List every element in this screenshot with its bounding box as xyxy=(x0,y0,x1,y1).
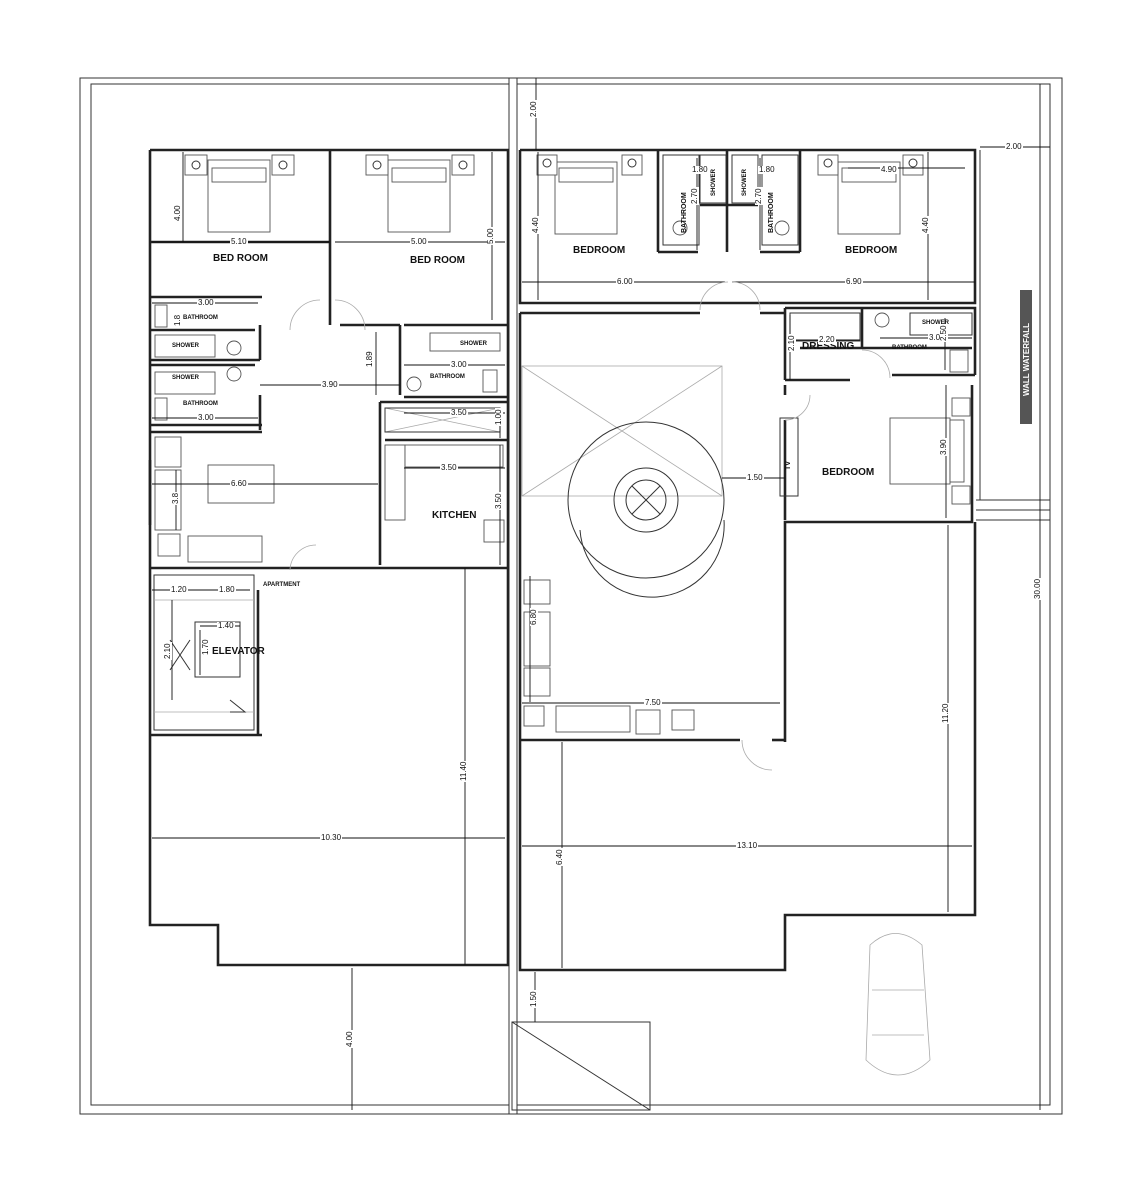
room-label-shower-1: SHOWER xyxy=(172,343,199,349)
right-lower-walls xyxy=(518,522,977,972)
kitchen-fixtures xyxy=(384,407,505,543)
bed-left-1 xyxy=(184,154,295,233)
dim-label: 6.80 xyxy=(529,608,538,626)
dim-label: 3.50 xyxy=(494,492,503,510)
dim-label: 3.00 xyxy=(928,333,946,342)
right-upper-walls xyxy=(518,148,977,740)
dim-label: 3.00 xyxy=(197,413,215,422)
tv-label: TV xyxy=(785,461,792,470)
dim-label: 3.90 xyxy=(321,380,339,389)
dim-label: 5.00 xyxy=(486,227,495,245)
dim-label: 3.00 xyxy=(450,360,468,369)
dim-label: 11.40 xyxy=(459,760,468,782)
dim-label: 4.00 xyxy=(345,1030,354,1048)
room-label-bathroom-2: BATHROOM xyxy=(183,401,218,407)
room-label-bed-room-2: BED ROOM xyxy=(410,255,465,266)
dim-label: 5.00 xyxy=(410,237,428,246)
room-label-bathroom-1: BATHROOM xyxy=(183,315,218,321)
dim-label: 1.80 xyxy=(758,165,776,174)
dim-label: 11.20 xyxy=(941,702,950,724)
spiral-stair xyxy=(521,365,725,598)
right-living-furniture xyxy=(520,417,799,742)
room-label-bathroom-r2: BATHROOM xyxy=(768,192,775,233)
room-label-bathroom-r3: BATHROOM xyxy=(892,345,927,351)
dim-label: 30.00 xyxy=(1033,577,1042,600)
room-label-shower-r3: SHOWER xyxy=(922,320,949,326)
dim-label: 7.50 xyxy=(644,698,662,707)
room-label-elevator: ELEVATOR xyxy=(212,646,265,657)
dim-label: 1.00 xyxy=(494,408,503,426)
dim-label: 1.70 xyxy=(201,638,210,656)
dim-label: 4.90 xyxy=(880,165,898,174)
dim-label: 5.10 xyxy=(230,237,248,246)
dim-label: 6.90 xyxy=(845,277,863,286)
dim-label: 10.30 xyxy=(320,833,343,842)
room-label-shower-r2: SHOWER xyxy=(742,169,748,196)
dim-label: 3.00 xyxy=(197,298,215,307)
dim-label: 3.50 xyxy=(440,463,458,472)
room-label-bedroom-r3: BEDROOM xyxy=(822,467,875,478)
room-label-shower-r1: SHOWER xyxy=(711,169,717,196)
wall-waterfall-label: WALL WATERFALL xyxy=(1022,322,1031,396)
bed-right-2 xyxy=(817,154,924,235)
bed-right-1 xyxy=(536,154,643,235)
room-label-bedroom-r2: BEDROOM xyxy=(845,245,898,256)
dim-label: 1.50 xyxy=(529,990,538,1008)
dim-label: 1.80 xyxy=(218,585,236,594)
room-label-bed-room-1: BED ROOM xyxy=(213,253,268,264)
dim-label: 2.00 xyxy=(529,100,538,118)
dim-label: 2.20 xyxy=(818,335,836,344)
room-label-shower-3: SHOWER xyxy=(460,341,487,347)
dim-label: 3.8 xyxy=(171,491,180,505)
room-label-shower-2: SHOWER xyxy=(172,375,199,381)
dim-label: 2.10 xyxy=(787,334,796,352)
dim-label: 1.80 xyxy=(691,165,709,174)
dim-label: 3.50 xyxy=(450,408,468,417)
doors xyxy=(289,281,891,771)
dim-label: 6.00 xyxy=(616,277,634,286)
dim-label: 4.40 xyxy=(531,216,540,234)
room-label-bathroom-3: BATHROOM xyxy=(430,374,465,380)
dim-label: 4.40 xyxy=(921,216,930,234)
dim-label: 13.10 xyxy=(736,841,759,850)
room-label-apartment: APARTMENT xyxy=(263,582,301,588)
dim-label: 6.60 xyxy=(230,479,248,488)
room-label-dressing: DRESSING xyxy=(802,341,855,352)
dim-label: 1.8 xyxy=(173,313,182,327)
dim-label: 2.70 xyxy=(690,187,699,205)
dim-label: 2.00 xyxy=(1005,142,1023,151)
dim-label: 1.20 xyxy=(170,585,188,594)
room-label-kitchen: KITCHEN xyxy=(432,510,477,521)
wall-waterfall xyxy=(976,150,1050,521)
room-label-bathroom-r1: BATHROOM xyxy=(681,192,688,233)
dim-label: 2.70 xyxy=(754,187,763,205)
dim-label: 1.89 xyxy=(365,350,374,368)
ramp xyxy=(511,1021,651,1111)
left-stairs xyxy=(153,574,255,731)
bed-left-2 xyxy=(365,154,475,233)
dim-label: 6.40 xyxy=(555,848,564,866)
left-bath-fixtures xyxy=(154,304,501,421)
dim-label: 4.00 xyxy=(173,204,182,222)
car xyxy=(865,933,931,1076)
bed-right-3 xyxy=(889,397,971,505)
left-apartment-walls xyxy=(148,148,510,967)
dim-label: 1.50 xyxy=(746,473,764,482)
dim-label: 3.90 xyxy=(939,438,948,456)
dim-label: 2.50 xyxy=(939,324,948,342)
dim-label: 1.40 xyxy=(217,621,235,630)
room-label-bedroom-r1: BEDROOM xyxy=(573,245,626,256)
dim-label: 2.10 xyxy=(163,642,172,660)
